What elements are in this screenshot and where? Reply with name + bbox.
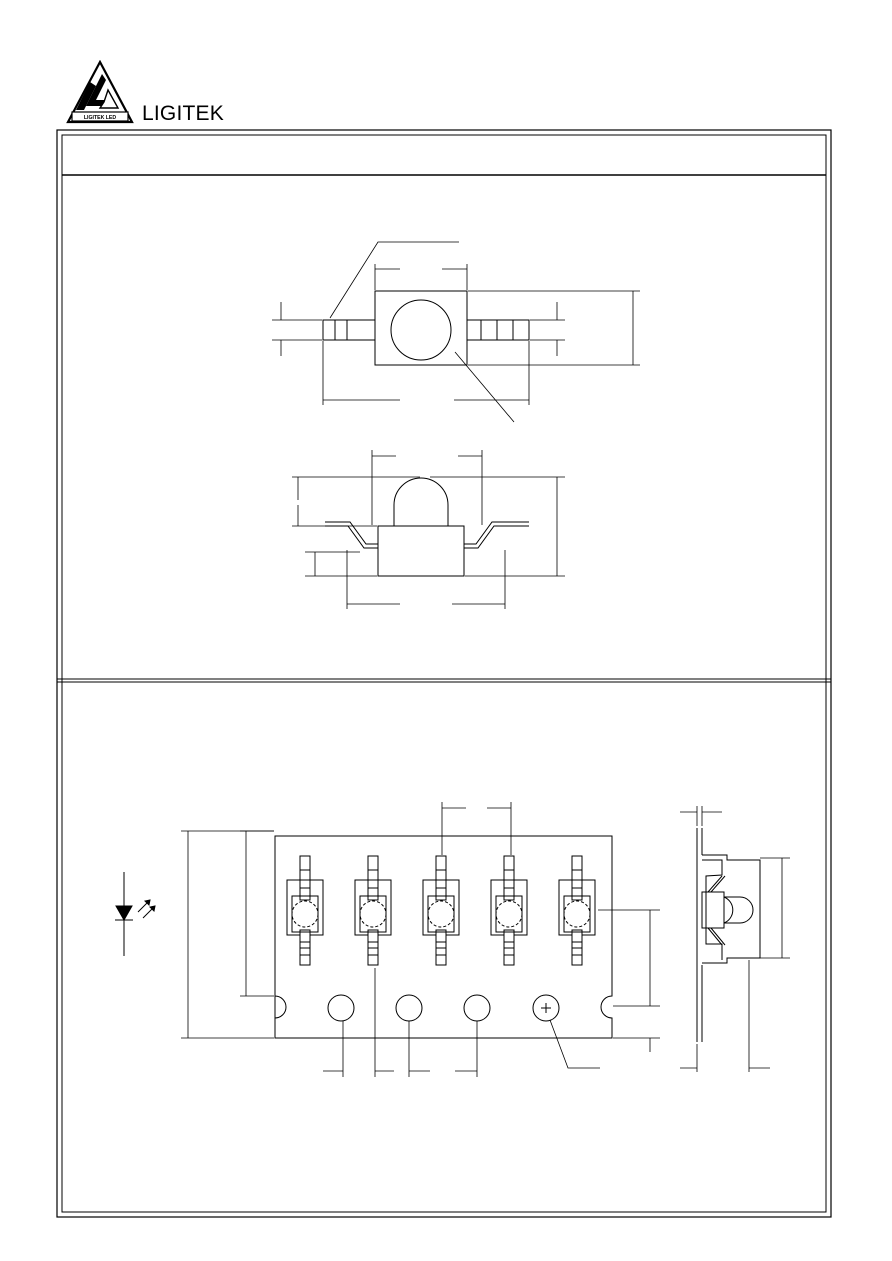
ligitek-logo-icon: LIGITEK LED [66, 60, 134, 124]
package-top-view [322, 290, 530, 366]
sheet-border [56, 129, 832, 1218]
sprocket-hole [463, 994, 491, 1022]
top-body [374, 290, 468, 366]
sprocket-hole [395, 994, 423, 1022]
section-dome [723, 896, 734, 924]
tape-pockets [286, 855, 596, 966]
carrier-tape [274, 835, 613, 1039]
logo-banner [71, 111, 129, 122]
logo-text: LIGITEK LED [84, 115, 117, 121]
sprocket-hole [532, 994, 560, 1022]
logo-inner-shape [98, 88, 120, 109]
top-view-dimensions [272, 241, 640, 423]
pocket [286, 855, 324, 966]
top-left-lead [322, 319, 376, 341]
pocket [558, 855, 596, 966]
brand-name: LIGITEK [142, 102, 224, 125]
led-symbol-icon [115, 872, 156, 956]
side-view-dimensions [292, 450, 565, 609]
logo-left-stroke [76, 82, 96, 110]
tape-outline [274, 835, 613, 1039]
section-body [701, 891, 725, 929]
side-body [377, 525, 465, 577]
top-lens [390, 299, 452, 361]
cross-section-dimensions [680, 806, 790, 1072]
package-side-view [325, 477, 529, 577]
pocket [354, 855, 392, 966]
side-dome [393, 477, 449, 526]
tape-dimensions [181, 802, 660, 1077]
top-right-lead [466, 319, 530, 341]
tape-cross-section [696, 828, 761, 1042]
sprocket-hole [327, 994, 355, 1022]
logo-right-stroke [86, 74, 110, 106]
pocket [490, 855, 528, 966]
pocket [422, 855, 460, 966]
